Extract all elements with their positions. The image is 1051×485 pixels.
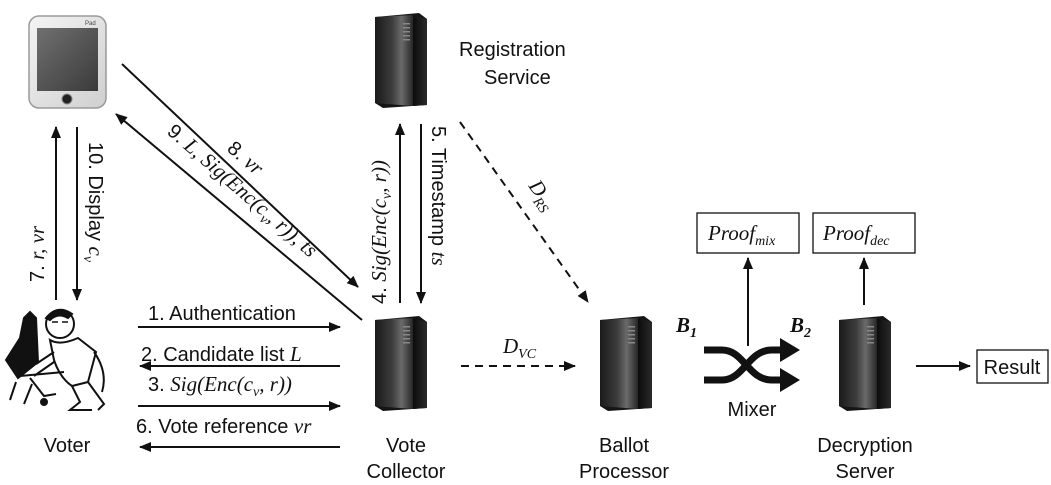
vote-collector-label-line2: Collector: [367, 461, 446, 483]
registration-label-line1: Registration: [459, 39, 566, 61]
label-b2: B2: [789, 313, 811, 341]
vote-collector-server-icon: [375, 316, 427, 411]
arrow-collector-to-pad: [115, 113, 363, 321]
message-2-candidate-list: 2. Candidate list L: [141, 342, 302, 366]
message-7-r-vr: 7. r, vr: [25, 225, 49, 282]
message-10-display: 10. Display cv: [80, 142, 108, 263]
message-6-vote-reference: 6. Vote reference vr: [136, 414, 312, 438]
pad-device-icon: Pad: [28, 15, 107, 109]
arrow-pad-to-collector: [121, 63, 359, 288]
label-b1: B1: [675, 313, 697, 341]
proof-mix-label: Proofmix: [707, 221, 776, 249]
result-label: Result: [984, 357, 1041, 379]
proof-mix-box: [696, 212, 800, 254]
label-d-vc: DVC: [502, 334, 537, 362]
shuffle-icon: [704, 338, 800, 392]
arrow-d-rs: [459, 121, 589, 303]
result-box: [976, 349, 1049, 384]
proof-dec-label: Proofdec: [822, 221, 890, 249]
voter-label: Voter: [44, 435, 91, 457]
pad-brand-label: Pad: [85, 21, 96, 27]
registration-label-line2: Service: [484, 67, 551, 89]
message-4-signed-vote: 4. Sig(Enc(cv, r)): [367, 160, 395, 304]
ballot-processor-server-icon: [600, 316, 652, 411]
registration-server-icon: [375, 13, 427, 108]
voter-person-icon: [4, 308, 106, 411]
message-5-timestamp: 5. Timestamp ts: [427, 126, 451, 266]
decryption-label-line2: Server: [836, 461, 895, 483]
mixer-label: Mixer: [728, 399, 777, 421]
decryption-label-line1: Decryption: [817, 435, 913, 457]
label-d-rs: DRS: [520, 174, 561, 216]
vote-collector-label-line1: Vote: [386, 435, 426, 457]
message-1-authentication: 1. Authentication: [148, 303, 296, 325]
decryption-server-icon: [839, 316, 891, 411]
ballot-processor-label-line2: Processor: [579, 461, 669, 483]
message-3-signed-vote: 3. Sig(Enc(cv, r)): [148, 372, 292, 400]
proof-dec-box: [812, 212, 916, 254]
ballot-processor-label-line1: Ballot: [599, 435, 649, 457]
